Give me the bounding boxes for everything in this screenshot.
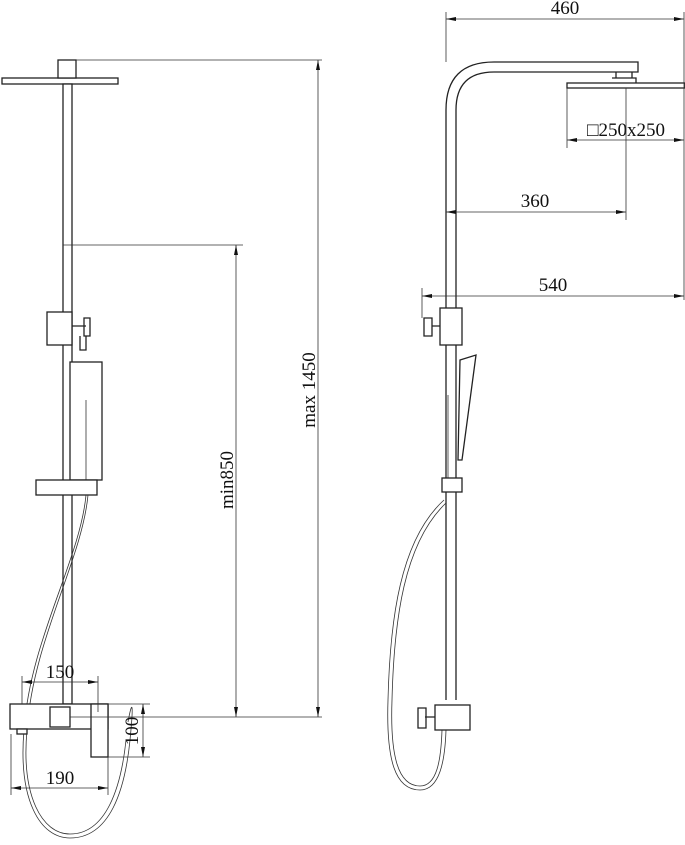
mixer-depth-label: 100 — [122, 717, 143, 746]
head-reach-label: 360 — [521, 191, 550, 212]
mixer-outlet — [90, 703, 109, 758]
total-reach-label: 540 — [539, 275, 568, 296]
side-view: 460 □250x250 360 540 — [387, 0, 685, 791]
mixer-total-label: 190 — [46, 768, 75, 789]
mixer-width-label: 150 — [46, 662, 75, 683]
riser-arm — [445, 61, 639, 700]
mixer-handle — [49, 706, 71, 728]
mixer-side — [434, 704, 471, 731]
shower-head-front — [1, 77, 119, 85]
hand-shower-side — [457, 354, 477, 461]
max-height-label: max 1450 — [299, 352, 320, 427]
slider-side — [441, 477, 463, 493]
shower-hose — [22, 494, 133, 839]
hand-shower-holder — [46, 311, 73, 346]
holder-side — [439, 307, 463, 346]
shower-head-side — [566, 82, 685, 89]
diverter-knob — [423, 317, 440, 337]
head-connector — [57, 59, 77, 79]
hose-side — [387, 499, 447, 791]
min-height-label: min850 — [217, 451, 238, 509]
diverter-lever — [72, 317, 91, 351]
front-view: max 1450 min850 150 100 190 — [1, 59, 322, 839]
arm-width-label: 460 — [551, 0, 580, 19]
slider-bracket — [35, 479, 98, 496]
mixer-knob-side — [417, 707, 435, 729]
